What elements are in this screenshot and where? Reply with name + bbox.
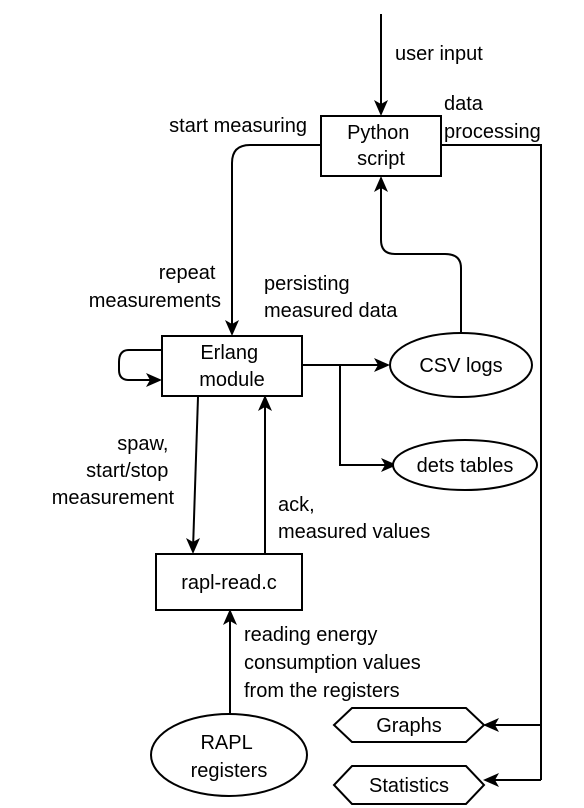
- edge-data-processing: [441, 144, 542, 780]
- arrowhead: [483, 773, 499, 787]
- edge-spaw: [192, 396, 199, 550]
- arrowhead: [258, 395, 272, 411]
- node-rapl-read: rapl-read.c: [155, 553, 303, 611]
- arrowhead: [483, 718, 499, 732]
- arrowheads: [146, 100, 499, 787]
- node-label: Erlang module: [199, 342, 265, 391]
- node-rapl-registers: RAPL registers: [150, 713, 308, 797]
- arrowhead: [374, 100, 388, 116]
- arrowhead: [225, 320, 239, 336]
- node-label: CSV logs: [419, 355, 502, 377]
- node-csv-logs: CSV logs: [389, 332, 533, 398]
- node-label: RAPL registers: [191, 732, 268, 782]
- node-label: rapl-read.c: [181, 572, 277, 594]
- node-erlang-module: Erlang module: [161, 335, 303, 397]
- arrowhead: [374, 176, 388, 192]
- label-reading-energy: reading energy consumption values from t…: [244, 624, 426, 702]
- edge-self-loop: [118, 349, 162, 381]
- edge-to-dets: [339, 365, 393, 466]
- arrowhead: [381, 458, 397, 472]
- label-start-measuring: start measuring: [169, 115, 307, 137]
- label-ack: ack, measured values: [278, 494, 430, 543]
- node-graphs: Graphs: [332, 707, 486, 743]
- arrowhead: [146, 373, 162, 387]
- label-data-processing: data processing: [444, 93, 541, 143]
- node-statistics: Statistics: [332, 765, 486, 805]
- label-persisting: persisting measured data: [264, 273, 398, 322]
- edge-csv-to-python: [380, 178, 462, 333]
- node-label: Python script: [347, 122, 415, 170]
- label-spaw: spaw, start/stop measurement: [52, 433, 175, 509]
- node-label: Graphs: [376, 715, 442, 737]
- arrowhead: [374, 358, 390, 372]
- arrowhead: [186, 538, 200, 554]
- label-repeat-measurements: repeat measurements: [89, 262, 221, 312]
- arrowhead: [223, 609, 237, 625]
- node-label: Statistics: [369, 775, 449, 797]
- edge-start-measuring: [231, 144, 321, 332]
- label-user-input: user input: [395, 43, 483, 65]
- node-dets-tables: dets tables: [392, 439, 538, 491]
- node-label: dets tables: [417, 455, 514, 477]
- node-python-script: Python script: [320, 115, 442, 177]
